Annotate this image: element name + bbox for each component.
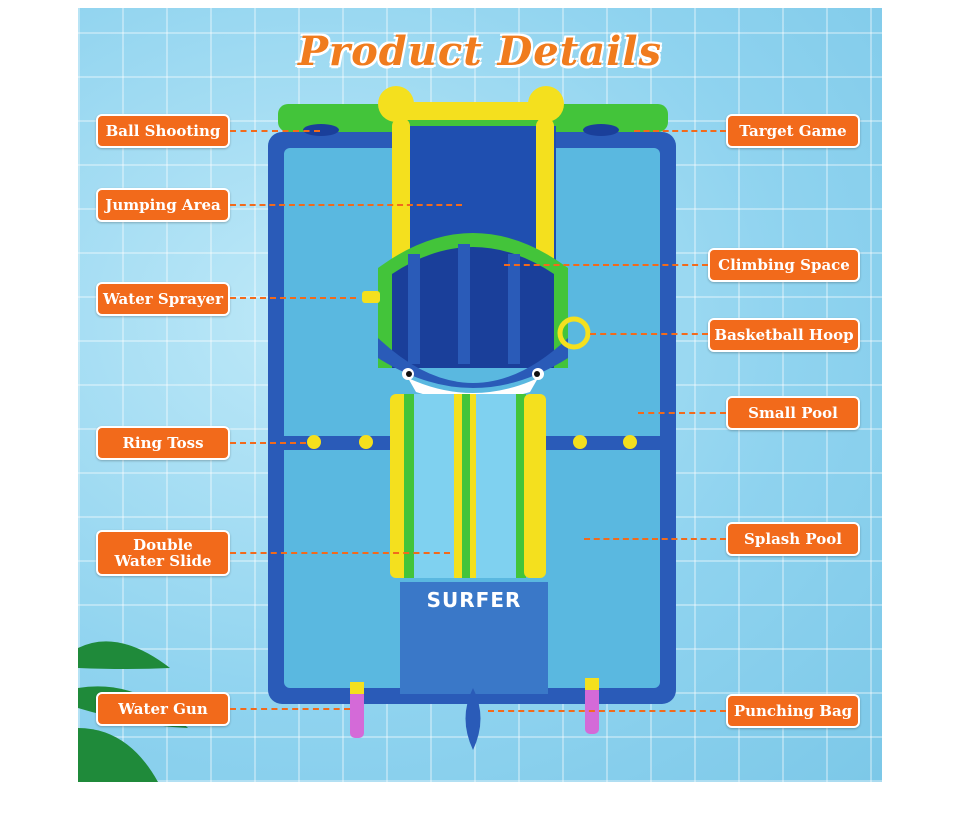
label-double-water-slide: Double Water Slide xyxy=(96,530,230,576)
label-ring-toss: Ring Toss xyxy=(96,426,230,460)
leader-target-game xyxy=(634,130,726,132)
leader-punching-bag xyxy=(488,710,726,712)
label-punching-bag: Punching Bag xyxy=(726,694,860,728)
label-water-sprayer: Water Sprayer xyxy=(96,282,230,316)
leader-jumping-area xyxy=(230,204,462,206)
label-climbing-space: Climbing Space xyxy=(708,248,860,282)
leader-splash-pool xyxy=(584,538,726,540)
leader-double-water-slide xyxy=(230,552,450,554)
leader-ring-toss xyxy=(230,442,306,444)
label-target-game: Target Game xyxy=(726,114,860,148)
label-water-gun: Water Gun xyxy=(96,692,230,726)
label-basketball-hoop: Basketball Hoop xyxy=(708,318,860,352)
label-ball-shooting: Ball Shooting xyxy=(96,114,230,148)
leader-small-pool xyxy=(638,412,726,414)
mat-text: SURFER xyxy=(426,588,522,612)
label-splash-pool: Splash Pool xyxy=(726,522,860,556)
leader-ball-shooting xyxy=(230,130,320,132)
leader-basketball-hoop xyxy=(590,333,708,335)
page-title: Product Details xyxy=(297,28,663,75)
leader-climbing-space xyxy=(504,264,708,266)
label-small-pool: Small Pool xyxy=(726,396,860,430)
product-image: Product Details SURFER Ball Shooting Jum… xyxy=(78,8,882,782)
leader-water-gun xyxy=(230,708,350,710)
water-park-illustration xyxy=(268,86,676,750)
leader-water-sprayer xyxy=(230,297,356,299)
label-jumping-area: Jumping Area xyxy=(96,188,230,222)
